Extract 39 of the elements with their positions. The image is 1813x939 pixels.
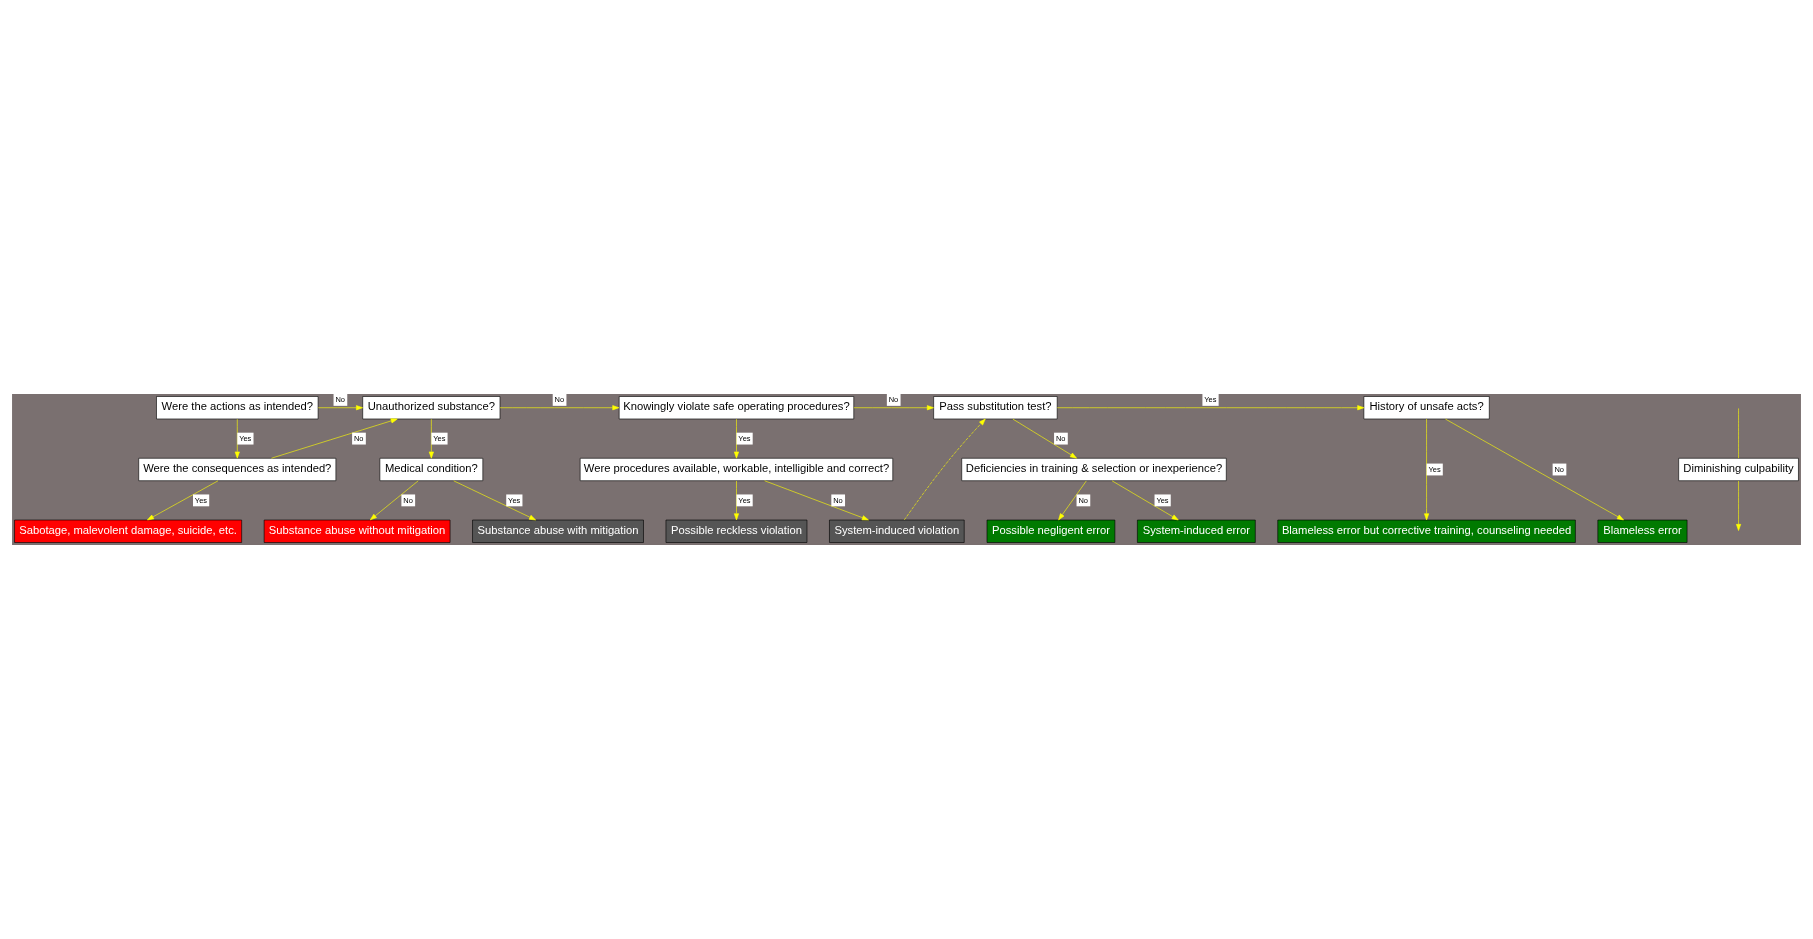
arrow [734,418,739,459]
arrow [428,418,434,459]
node-box: Medical condition? [379,457,484,482]
arrow [1736,480,1742,531]
node-box: Unauthorized substance? [362,396,501,420]
arrow [764,480,869,521]
arrow [453,480,536,521]
node-box: Possible negligent error [986,519,1116,543]
node-box: Blameless error but corrective training, counseling needed [1277,519,1576,543]
arrow [147,480,219,521]
arrow [1445,418,1624,521]
arrow [1056,405,1365,411]
arrow [904,418,986,521]
node-box: System-induced violation [829,519,965,543]
node-box: History of unsafe acts? [1363,396,1490,420]
arrow [499,405,620,411]
node-box: Blameless error [1597,519,1688,543]
node-box: System-induced error [1137,519,1256,543]
node-box: Diminishing culpability [1678,457,1799,482]
node-box: Knowingly violate safe operating procedures? [618,396,855,420]
arrow [734,480,739,521]
node-box: Were the consequences as intended? [138,457,337,482]
arrow [1058,480,1087,521]
node-box: Substance abuse with mitigation [472,519,644,543]
node-box: Were procedures available, workable, intelligible and correct? [579,457,894,482]
connector [1738,408,1739,459]
arrow [234,418,240,459]
arrow [853,405,934,411]
arrow [317,405,363,411]
node-box: Possible reckless violation [665,519,808,543]
node-box: Substance abuse without mitigation [263,519,451,543]
node-box: Were the actions as intended? [156,396,319,420]
node-box: Sabotage, malevolent damage, suicide, etc. [14,519,242,543]
arrow [1424,418,1430,521]
node-box: Pass substitution test? [933,396,1058,420]
arrow [1012,418,1077,459]
arrow [271,418,398,459]
arrow [1111,480,1179,521]
node-box: Deficiencies in training & selection or inexperience? [961,457,1227,482]
